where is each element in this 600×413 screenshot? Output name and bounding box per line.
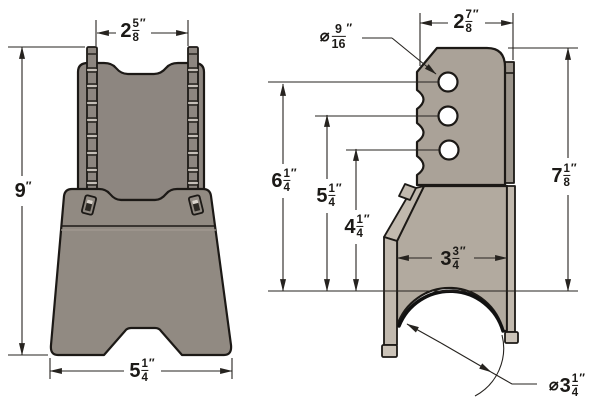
dim-side-mid-width: 3 3 4 ″ xyxy=(440,243,466,272)
fraction: 1 4 xyxy=(571,372,579,399)
side-rail-edge-strip xyxy=(504,61,515,184)
dimension-lines xyxy=(8,13,578,397)
dim-hole2-height: 5 1 4 ″ xyxy=(316,180,342,209)
rail-notches-light xyxy=(87,69,198,184)
dim-front-height: 9 ″ xyxy=(14,179,32,202)
dim-line-axle-dia xyxy=(406,323,442,344)
side-view xyxy=(381,46,519,358)
dim-side-top-width: 2 7 8 ″ xyxy=(453,6,479,35)
hole-bottom xyxy=(438,139,460,161)
fraction: 3 4 xyxy=(452,245,459,272)
front-tab-right xyxy=(188,194,204,216)
rail-notches-dark xyxy=(87,53,198,186)
fraction: 1 4 xyxy=(141,357,148,384)
axle-dia-arc xyxy=(474,334,505,397)
fraction: 1 4 xyxy=(356,213,363,240)
diameter-symbol: ⌀ xyxy=(319,28,330,45)
dim-hole-diameter: ⌀ 9 16 ″ xyxy=(319,20,353,51)
dim-axle-diameter: ⌀ 3 1 4 ″ xyxy=(549,370,585,399)
dim-hole3-height: 4 1 4 ″ xyxy=(344,211,370,240)
side-left-foot xyxy=(381,344,398,358)
fraction: 1 4 xyxy=(283,167,290,194)
front-tab-left xyxy=(81,194,97,216)
dim-side-overall-height: 7 1 8 ″ xyxy=(551,160,577,189)
dim-front-top-width: 2 5 8 ″ xyxy=(120,15,146,44)
fraction: 1 8 xyxy=(563,162,570,189)
hole-middle xyxy=(437,105,459,127)
front-view xyxy=(49,46,233,357)
fraction: 1 4 xyxy=(328,182,335,209)
front-lower-body xyxy=(49,187,233,357)
diameter-symbol: ⌀ xyxy=(549,377,559,394)
side-tab-edge xyxy=(398,183,417,201)
side-right-foot xyxy=(504,331,519,344)
fraction: 9 16 xyxy=(331,21,346,51)
axle-dia-leader xyxy=(490,371,537,385)
fraction: 7 8 xyxy=(465,8,472,35)
side-right-leg xyxy=(506,185,516,333)
dim-hole1-height: 6 1 4 ″ xyxy=(271,165,297,194)
dim-front-bottom-width: 5 1 4 ″ xyxy=(129,355,155,384)
hole-top xyxy=(437,71,459,93)
fraction: 5 8 xyxy=(132,17,139,44)
